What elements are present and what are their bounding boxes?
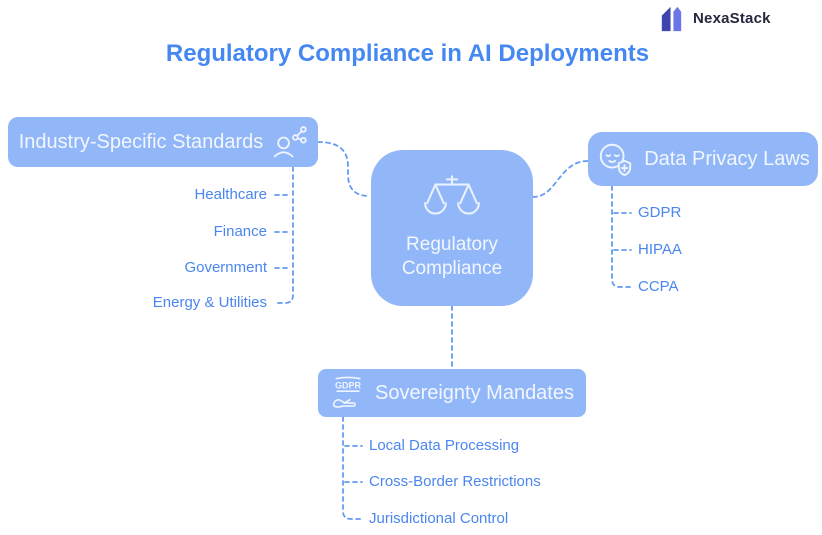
industry-item-finance: Finance bbox=[213, 223, 267, 240]
industry-item-government: Government bbox=[184, 259, 267, 276]
gdpr-icon-text: GDPR bbox=[335, 381, 362, 391]
data-privacy-laws-label: Data Privacy Laws bbox=[644, 147, 810, 170]
privacy-branch-spine bbox=[611, 185, 632, 288]
connector-center-privacy bbox=[532, 160, 589, 198]
node-data-privacy-laws: Data Privacy Laws bbox=[588, 132, 818, 186]
nexastack-mark-icon bbox=[661, 6, 682, 32]
balance-scale-icon bbox=[424, 175, 480, 215]
logo: NexaStack bbox=[657, 4, 771, 33]
node-industry-standards: Industry-Specific Standards bbox=[8, 117, 318, 167]
sovereignty-item-jurisdictional-control: Jurisdictional Control bbox=[369, 510, 509, 527]
center-node-label: Regulatory Compliance bbox=[401, 234, 503, 279]
sovereignty-item-local-data-processing: Local Data Processing bbox=[369, 437, 520, 454]
node-regulatory-compliance: Regulatory Compliance bbox=[371, 150, 533, 306]
face-shield-icon bbox=[599, 143, 632, 177]
sovereignty-branch-spine bbox=[342, 416, 363, 520]
page-title: Regulatory Compliance in AI Deployments bbox=[165, 40, 650, 67]
sovereignty-mandates-label: Sovereignty Mandates bbox=[374, 381, 574, 404]
industry-standards-label: Industry-Specific Standards bbox=[18, 130, 264, 153]
privacy-item-gdpr: GDPR bbox=[638, 204, 682, 221]
logo-brand-text: NexaStack bbox=[693, 10, 771, 27]
gdpr-document-hand-icon: GDPR bbox=[332, 376, 362, 408]
industry-item-healthcare: Healthcare bbox=[194, 186, 267, 203]
sovereignty-item-cross-border-restrictions: Cross-Border Restrictions bbox=[369, 473, 541, 490]
privacy-item-ccpa: CCPA bbox=[638, 278, 679, 295]
industry-item-energy-utilities: Energy & Utilities bbox=[152, 294, 267, 311]
privacy-item-hipaa: HIPAA bbox=[638, 241, 682, 258]
industry-branch-spine bbox=[273, 166, 294, 304]
node-sovereignty-mandates: GDPR Sovereignty Mandates bbox=[318, 369, 586, 417]
person-network-icon bbox=[273, 126, 307, 158]
connector-industry-center bbox=[317, 141, 371, 197]
